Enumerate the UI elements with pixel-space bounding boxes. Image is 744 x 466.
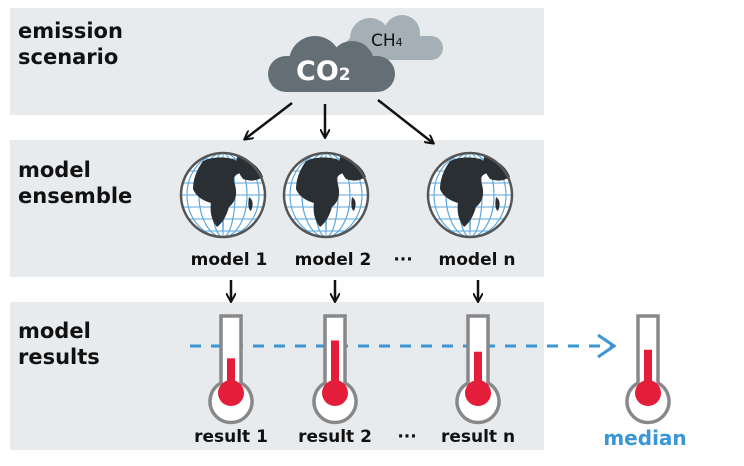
continent-asia xyxy=(483,157,510,181)
thermometer-icon xyxy=(455,314,501,425)
ch4-label: CH4 xyxy=(371,31,403,51)
co2-cloud-icon xyxy=(268,36,395,92)
madagascar xyxy=(248,197,253,211)
result-label: result 1 xyxy=(194,427,268,447)
row-label-emission-scenario: emission scenario xyxy=(18,19,123,69)
thermometer-fill xyxy=(227,358,235,390)
panel-model-results xyxy=(10,302,544,450)
thermometer-fill xyxy=(644,349,652,390)
ellipsis: ··· xyxy=(397,427,417,447)
continent-africa xyxy=(193,157,243,227)
continent-asia xyxy=(339,157,366,181)
madagascar xyxy=(351,197,356,211)
result-label: result 2 xyxy=(298,427,372,447)
globe-outline xyxy=(179,151,267,239)
co2-label: CO2 xyxy=(296,56,351,87)
thermometer-icon xyxy=(208,314,254,425)
continent-africa xyxy=(440,157,490,227)
model-label: model 2 xyxy=(294,250,372,270)
globe-icon xyxy=(426,151,514,239)
thermometer-icon xyxy=(312,314,358,425)
thermometer-bulb xyxy=(322,380,348,406)
thermometer-icon xyxy=(625,314,671,425)
arrow-icon xyxy=(377,99,433,143)
globe-outline xyxy=(426,151,514,239)
row-label-model-ensemble: model ensemble xyxy=(18,158,133,208)
thermometer-bulb xyxy=(465,380,491,406)
thermometer-bulb xyxy=(635,380,661,406)
thermometer-fill xyxy=(331,340,339,390)
madagascar xyxy=(495,197,500,211)
thermometer-bulb xyxy=(218,380,244,406)
globe-icon xyxy=(179,151,267,239)
continent-africa xyxy=(296,157,346,227)
result-label: result n xyxy=(440,427,516,447)
model-label: model n xyxy=(438,250,516,270)
globe-icon xyxy=(282,151,370,239)
model-label: model 1 xyxy=(190,250,268,270)
ellipsis: ··· xyxy=(393,250,413,270)
continent-asia xyxy=(236,157,263,181)
arrow-icon xyxy=(245,102,293,139)
median-label: median xyxy=(603,426,687,450)
row-label-model-results: model results xyxy=(18,319,100,369)
thermometer-fill xyxy=(474,351,482,390)
globe-outline xyxy=(282,151,370,239)
cloud-part xyxy=(268,56,395,92)
